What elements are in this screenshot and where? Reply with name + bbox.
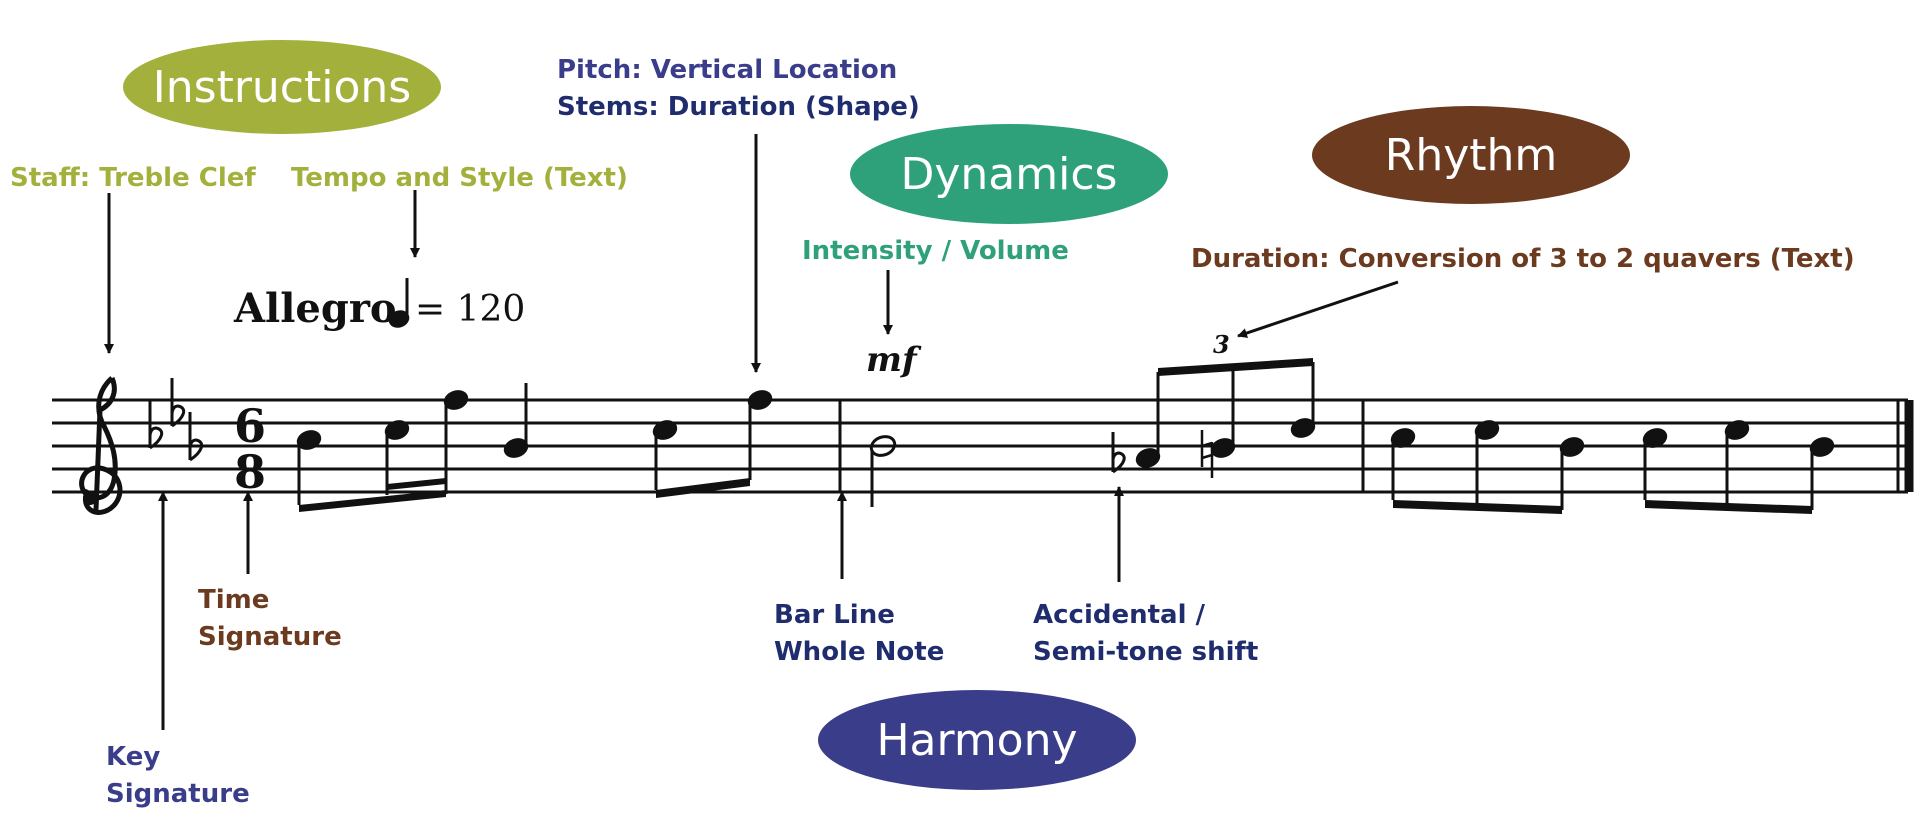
final-barline [1896,400,1914,492]
accidental-line1: Accidental / [1033,600,1206,630]
measure-1-notes [296,383,773,512]
key-signature-line2: Signature [106,779,250,809]
bar-line-text: Bar Line [774,600,895,630]
time-signature-glyphs: 6 8 [234,399,266,499]
staff-label: Staff: Treble Clef [10,163,256,193]
key-signature-label: Key Signature [106,739,250,813]
accidental-line2: Semi-tone shift [1033,637,1259,667]
dynamics-oval: Dynamics [850,124,1168,224]
flat-accidental-icon [1111,432,1126,474]
whole-note-text: Whole Note [774,637,945,667]
time-signature-label: Time Signature [198,582,342,656]
intensity-label: Intensity / Volume [802,236,1069,266]
bar-line-label: Bar Line Whole Note [774,597,944,671]
tempo-word: Allegro [234,285,397,332]
time-signature-bottom: 8 [234,445,266,499]
half-note [869,435,897,507]
instructions-oval: Instructions [123,40,441,134]
treble-clef-icon [79,376,123,515]
tempo-note-icon [388,278,410,328]
time-signature-line1: Time [198,585,270,615]
pitch-label: Pitch: Vertical Location [557,55,898,85]
time-signature-top: 6 [234,399,266,453]
tempo-value: = 120 [415,289,526,330]
accidental-label: Accidental / Semi-tone shift [1033,597,1258,671]
dynamic-marking: mf [866,340,917,380]
harmony-oval: Harmony [818,690,1136,790]
staff-lines [52,398,1908,494]
time-signature-line2: Signature [198,622,342,652]
rhythm-oval: Rhythm [1312,106,1630,204]
key-signature-line1: Key [106,742,161,772]
stems-label: Stems: Duration (Shape) [557,92,920,122]
tempo-style-label: Tempo and Style (Text) [291,163,628,193]
duration-label: Duration: Conversion of 3 to 2 quavers (… [1191,244,1855,274]
duration-arrow [1237,280,1399,338]
triplet-notes [1135,358,1316,468]
natural-accidental-icon [1200,430,1214,478]
annotation-arrows [104,134,1399,730]
key-signature-flats [148,378,204,462]
measure-3-notes [1390,420,1835,514]
triplet-number: 3 [1213,330,1230,359]
